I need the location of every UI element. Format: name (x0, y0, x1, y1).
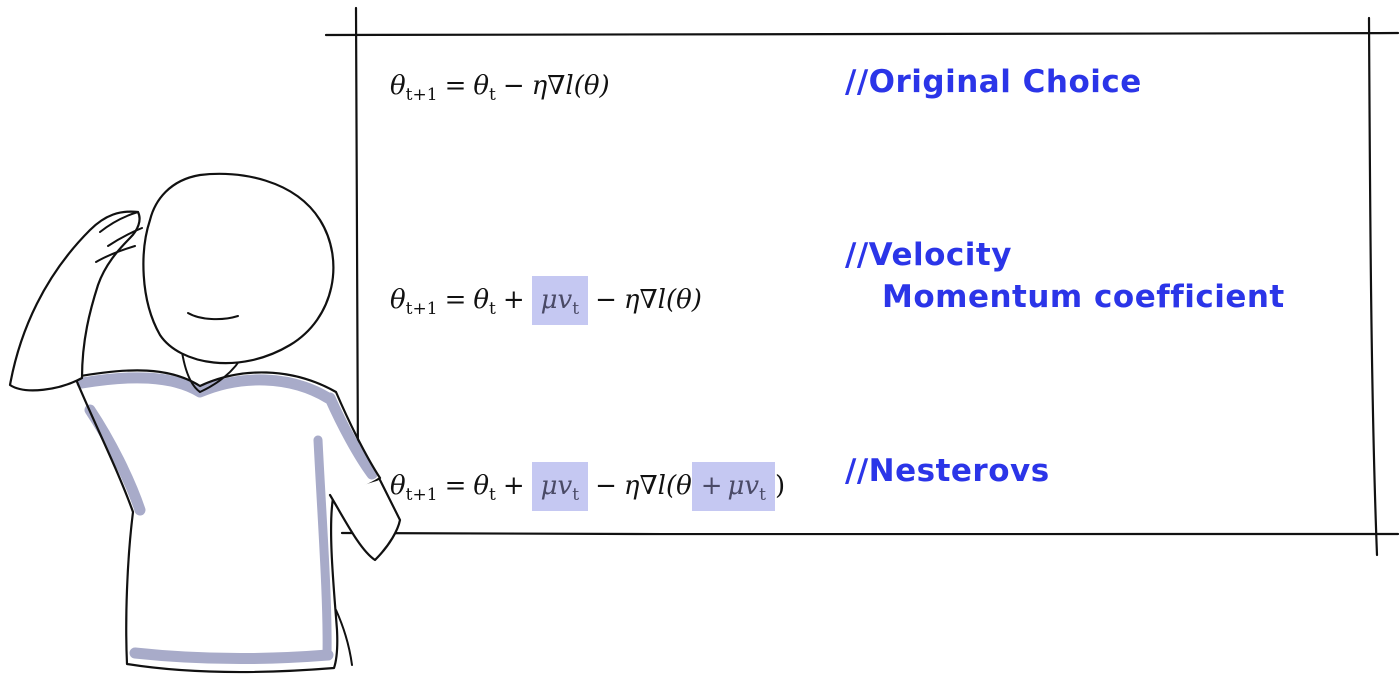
eq3-mu-v: μv (540, 471, 573, 501)
note-velocity: //Velocity (845, 237, 1012, 273)
note-momentum-coefficient: Momentum coefficient (882, 279, 1285, 315)
eq3-inner-mu-v: μv (727, 471, 760, 501)
note-nesterovs: //Nesterovs (845, 453, 1050, 489)
thinking-person-drawing (8, 172, 402, 674)
eq1-grad-term: η∇l(θ) (531, 71, 610, 101)
eq1-sub-t: t (489, 85, 496, 105)
eq2-sub-t: t (489, 299, 496, 319)
eq2-sub-lhs: t+1 (405, 299, 438, 319)
eq3-theta-t: θ (473, 471, 490, 501)
eq3-equals: = (444, 471, 467, 501)
eq1-minus: − (502, 71, 525, 101)
eq2-theta-t: θ (473, 285, 490, 315)
board-frame (324, 6, 1400, 557)
shirt-body (80, 374, 375, 664)
eq2-mu-v: μv (540, 285, 573, 315)
equation-velocity: θt+1=θt+μvt−η∇l(θ) (390, 276, 702, 325)
hip-arm (328, 478, 402, 562)
eq2-equals: = (444, 285, 467, 315)
eq3-theta-lhs: θ (390, 471, 406, 501)
eq2-mu-v-sub: t (572, 299, 580, 319)
eq3-mu-v-sub: t (572, 485, 580, 505)
equation-original: θt+1=θt−η∇l(θ) (390, 66, 610, 106)
eq2-theta-lhs: θ (390, 285, 406, 315)
eq3-plus: + (502, 471, 525, 501)
head (142, 172, 335, 365)
eq1-theta-t: θ (473, 71, 490, 101)
eq3-sub-t: t (489, 485, 496, 505)
eq3-grad-close: ) (774, 471, 786, 501)
eq3-lookahead-highlight: +μvt (691, 462, 775, 511)
equation-nesterov: θt+1=θt+μvt−η∇l(θ+μvt) (390, 462, 786, 511)
eq3-inner-mu-v-sub: t (759, 485, 766, 505)
eq2-minus: − (595, 285, 617, 315)
eq3-momentum-highlight: μvt (531, 462, 589, 511)
eq1-theta-lhs: θ (390, 71, 406, 101)
note-original-choice: //Original Choice (845, 64, 1142, 100)
eq2-momentum-highlight: μvt (531, 276, 589, 325)
eq1-sub-lhs: t+1 (405, 85, 438, 105)
eq2-plus: + (502, 285, 525, 315)
eq2-grad-term: η∇l(θ) (623, 285, 702, 315)
eq3-inner-plus: + (700, 471, 723, 501)
eq1-equals: = (444, 71, 467, 101)
eq3-grad-open: η∇l(θ (623, 471, 692, 501)
eq3-sub-lhs: t+1 (405, 485, 438, 505)
eq3-minus: − (595, 471, 617, 501)
